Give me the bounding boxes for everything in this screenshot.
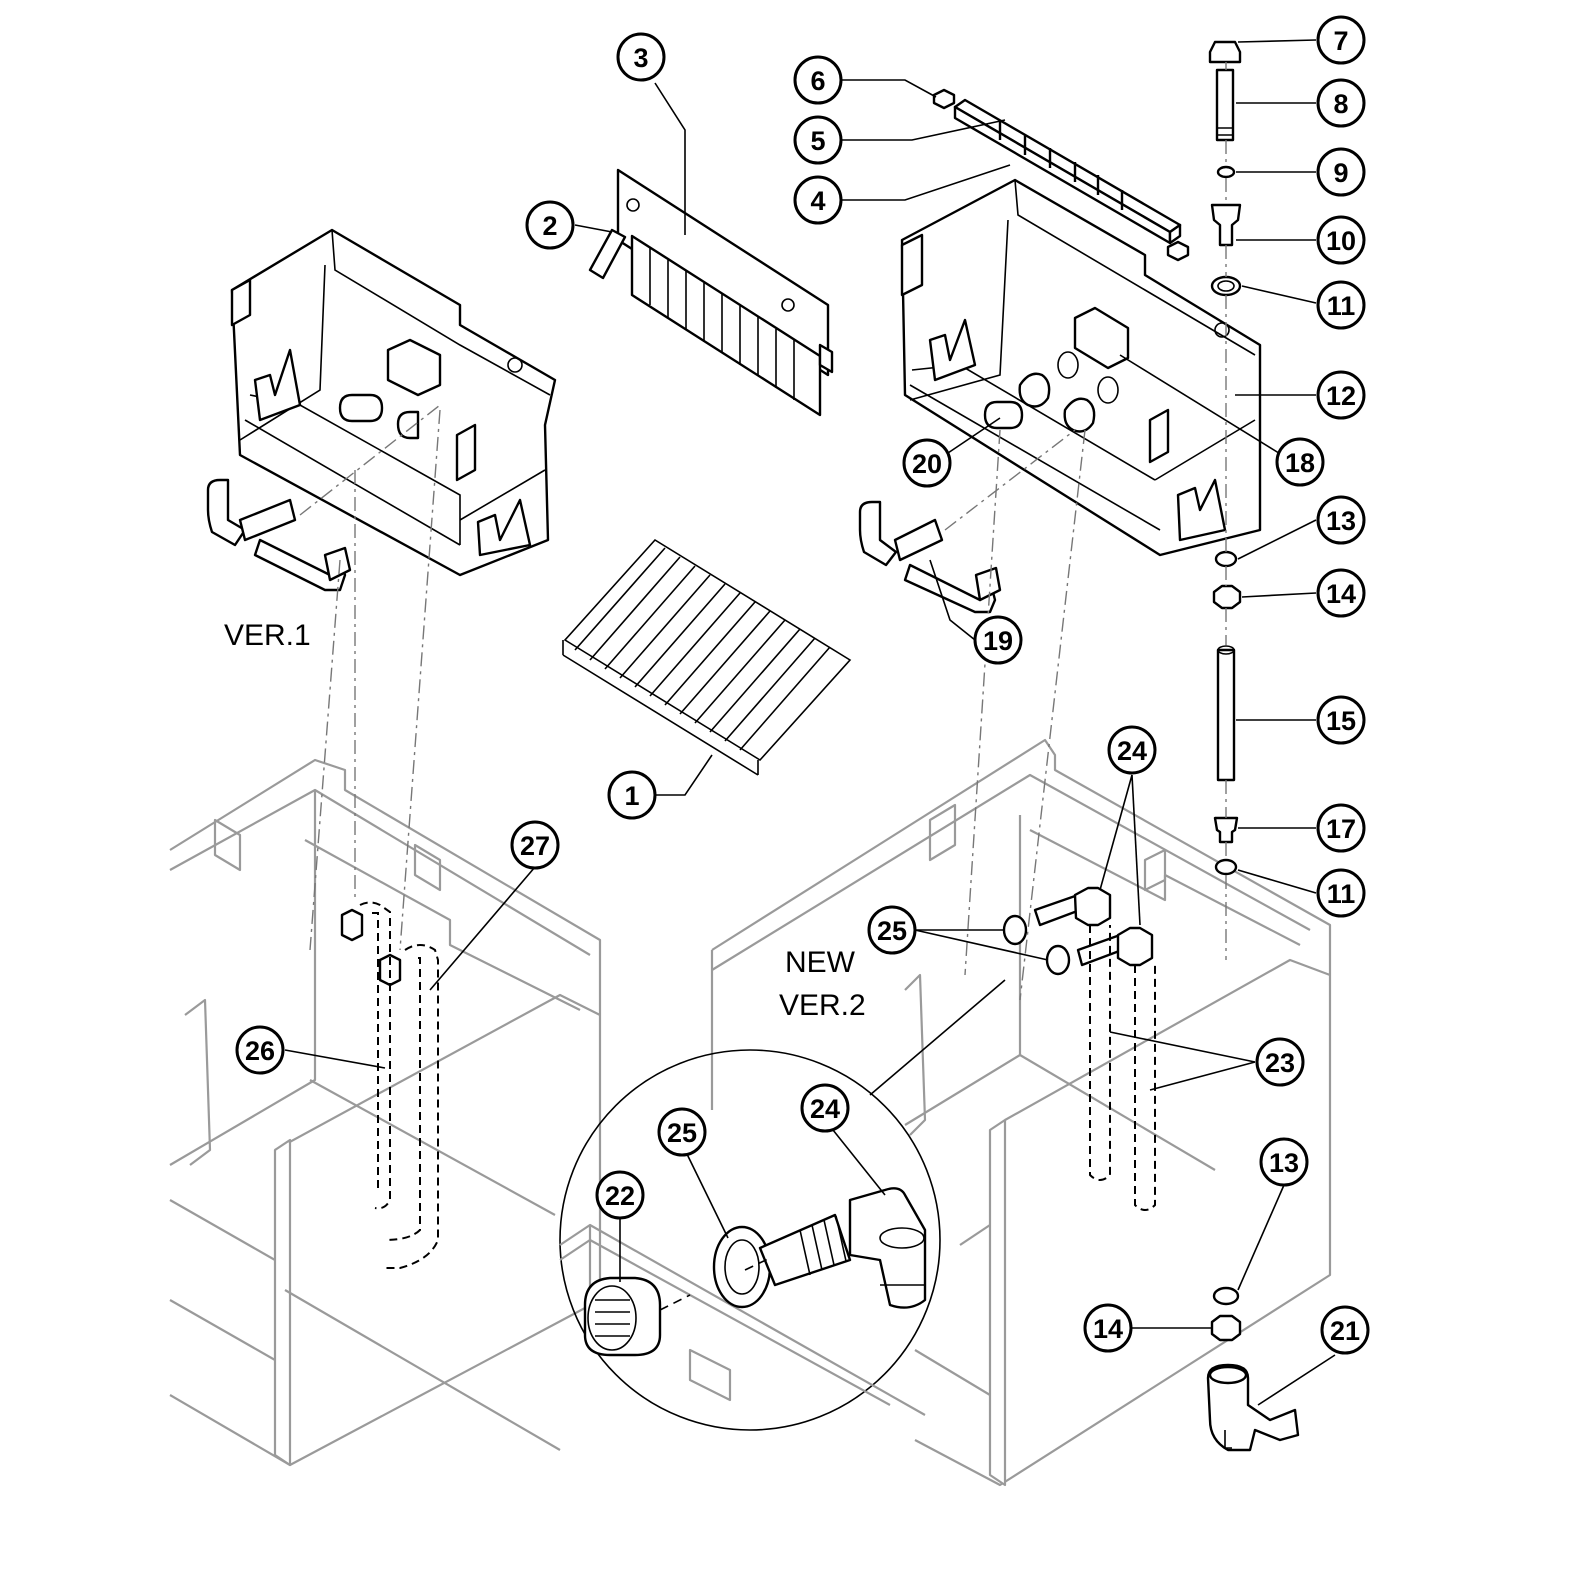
callout-25-detail: 25 <box>657 1107 707 1157</box>
label-ver1: VER.1 <box>224 619 311 652</box>
svg-text:8: 8 <box>1333 89 1348 119</box>
callout-11-top: 11 <box>1316 280 1366 330</box>
svg-text:21: 21 <box>1330 1316 1360 1346</box>
callout-8: 8 <box>1316 78 1366 128</box>
callout-2: 2 <box>525 200 575 250</box>
callout-27: 27 <box>510 820 560 870</box>
cabinet-left-ghost <box>169 758 602 1467</box>
callout-5: 5 <box>793 115 843 165</box>
svg-text:4: 4 <box>810 186 825 216</box>
svg-text:9: 9 <box>1333 158 1348 188</box>
svg-text:27: 27 <box>520 831 550 861</box>
svg-text:22: 22 <box>605 1181 635 1211</box>
callout-9: 9 <box>1316 147 1366 197</box>
svg-text:26: 26 <box>245 1036 275 1066</box>
svg-text:1: 1 <box>624 781 639 811</box>
callout-10: 10 <box>1316 215 1366 265</box>
callout-24-top: 24 <box>1107 725 1157 775</box>
label-new: NEW <box>785 946 856 979</box>
callout-15: 15 <box>1316 695 1366 745</box>
svg-text:5: 5 <box>810 126 825 156</box>
callout-25-top: 25 <box>867 905 917 955</box>
callout-21: 21 <box>1320 1305 1370 1355</box>
svg-text:3: 3 <box>633 43 648 73</box>
svg-text:6: 6 <box>810 66 825 96</box>
cabinet-right-ghost <box>710 738 1332 1487</box>
callout-13-bottom: 13 <box>1259 1137 1309 1187</box>
svg-text:14: 14 <box>1093 1314 1123 1344</box>
svg-text:10: 10 <box>1326 226 1356 256</box>
callout-3: 3 <box>616 32 666 82</box>
svg-text:25: 25 <box>877 916 907 946</box>
spray-bar <box>932 88 1190 262</box>
hidden-pipes-ver1 <box>309 409 441 1269</box>
svg-text:25: 25 <box>667 1118 697 1148</box>
pipe-assembly-ver1 <box>206 404 441 592</box>
svg-text:14: 14 <box>1326 579 1356 609</box>
callout-23: 23 <box>1255 1037 1305 1087</box>
svg-text:7: 7 <box>1333 26 1348 56</box>
drain-fitting-parts <box>1206 1286 1300 1452</box>
drain-shaft-parts <box>1208 40 1242 960</box>
pipe-assembly-ver2 <box>858 429 1076 614</box>
svg-text:13: 13 <box>1269 1148 1299 1178</box>
leader-lines <box>284 39 1336 1406</box>
callout-4: 4 <box>793 175 843 225</box>
svg-text:18: 18 <box>1285 448 1315 478</box>
heater-panel <box>588 168 834 417</box>
svg-text:17: 17 <box>1326 814 1356 844</box>
svg-text:11: 11 <box>1327 879 1356 909</box>
svg-text:2: 2 <box>542 211 557 241</box>
callout-24-detail: 24 <box>800 1083 850 1133</box>
svg-text:13: 13 <box>1326 506 1356 536</box>
svg-text:19: 19 <box>983 626 1013 656</box>
svg-text:12: 12 <box>1326 381 1356 411</box>
label-ver2: VER.2 <box>779 989 866 1022</box>
callout-14-bottom: 14 <box>1083 1303 1133 1353</box>
callout-1: 1 <box>607 770 657 820</box>
callout-12: 12 <box>1316 370 1366 420</box>
callout-26: 26 <box>235 1025 285 1075</box>
svg-text:23: 23 <box>1265 1048 1295 1078</box>
sump-box-ver2 <box>900 178 1262 557</box>
grille-rack <box>562 538 852 776</box>
svg-text:24: 24 <box>1117 736 1147 766</box>
hidden-pipes-ver2 <box>964 429 1156 1211</box>
callout-19: 19 <box>973 615 1023 665</box>
callout-17: 17 <box>1316 803 1366 853</box>
callout-7: 7 <box>1316 15 1366 65</box>
svg-text:20: 20 <box>912 449 942 479</box>
callout-6: 6 <box>793 55 843 105</box>
callout-22: 22 <box>595 1170 645 1220</box>
svg-text:15: 15 <box>1326 706 1356 736</box>
callout-14-top: 14 <box>1316 568 1366 618</box>
callout-11-bottom: 11 <box>1316 868 1366 918</box>
sump-box-ver1 <box>230 228 557 577</box>
svg-text:11: 11 <box>1327 291 1356 321</box>
detail-magnifier <box>559 1049 941 1431</box>
callout-13-top: 13 <box>1316 495 1366 545</box>
callout-20: 20 <box>902 438 952 488</box>
svg-text:24: 24 <box>810 1094 840 1124</box>
callout-18: 18 <box>1275 437 1325 487</box>
